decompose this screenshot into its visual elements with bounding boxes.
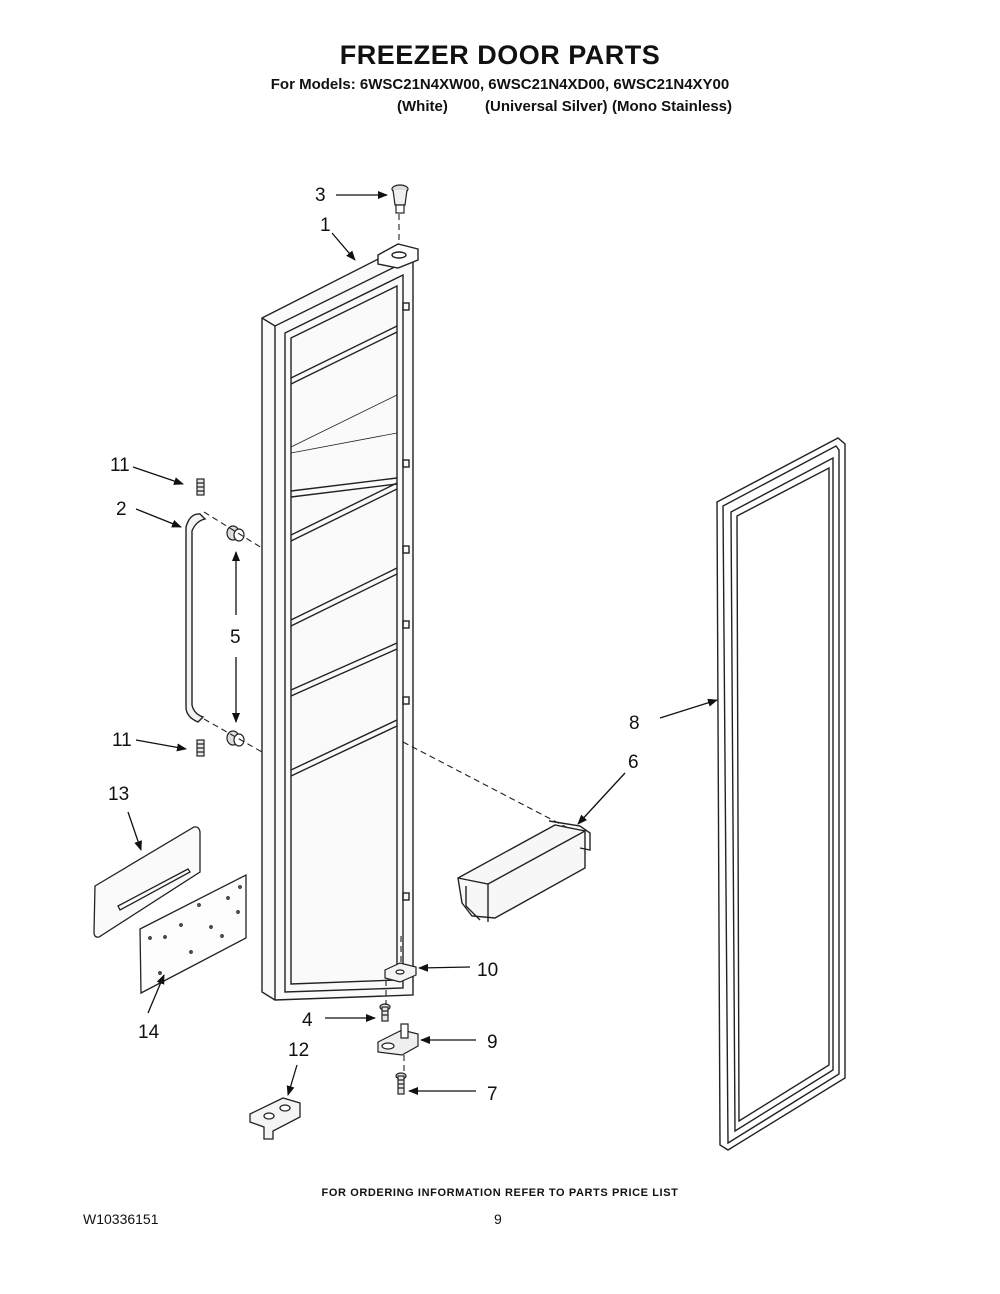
door-bin: [457, 820, 591, 922]
callout-3: 3: [315, 185, 326, 206]
bottom-hinge: [377, 1023, 419, 1056]
callout-2: 2: [116, 499, 127, 520]
door-handle: [185, 513, 207, 723]
models-line: For Models: 6WSC21N4XW00, 6WSC21N4XD00, …: [270, 76, 730, 93]
callout-4: 4: [302, 1010, 313, 1031]
callout-11-top: 11: [110, 455, 130, 476]
callout-1: 1: [320, 215, 331, 236]
page-title: FREEZER DOOR PARTS: [339, 40, 661, 70]
assembly-lines: [203, 214, 567, 1074]
callout-11-bottom: 11: [112, 730, 132, 751]
callout-6: 6: [628, 752, 639, 773]
callout-13: 13: [108, 784, 129, 805]
ordering-note: FOR ORDERING INFORMATION REFER TO PARTS …: [321, 1187, 679, 1199]
leader-arrows: [127, 191, 718, 1096]
finish-universal-silver: (Universal Silver): [485, 98, 608, 115]
callout-7: 7: [487, 1084, 498, 1105]
hinge-bottom-screw: [395, 1072, 407, 1095]
callout-8: 8: [629, 713, 640, 734]
callout-12: 12: [288, 1040, 309, 1061]
finish-white: (White): [397, 98, 448, 115]
handle-spacer-bottom: [226, 730, 245, 747]
callout-14: 14: [138, 1022, 160, 1043]
mounting-plate: [139, 873, 247, 995]
hinge-cover: [249, 1097, 301, 1140]
callout-10: 10: [477, 960, 498, 981]
handle-screw-top: [196, 478, 205, 496]
nameplate-cover: [93, 826, 201, 938]
handle-spacer-top: [226, 525, 245, 542]
freezer-door-panel: [261, 243, 419, 1001]
callout-9: 9: [487, 1032, 498, 1053]
handle-screw-bottom: [196, 739, 205, 757]
callout-5: 5: [230, 627, 241, 648]
finish-mono-stainless: (Mono Stainless): [612, 98, 733, 115]
hinge-shim: [384, 962, 417, 983]
hinge-screw: [379, 1003, 391, 1022]
top-hinge-bushing: [391, 184, 409, 214]
door-gasket: [716, 437, 846, 1151]
page-number: 9: [494, 1211, 502, 1227]
document-number: W10336151: [83, 1211, 159, 1227]
